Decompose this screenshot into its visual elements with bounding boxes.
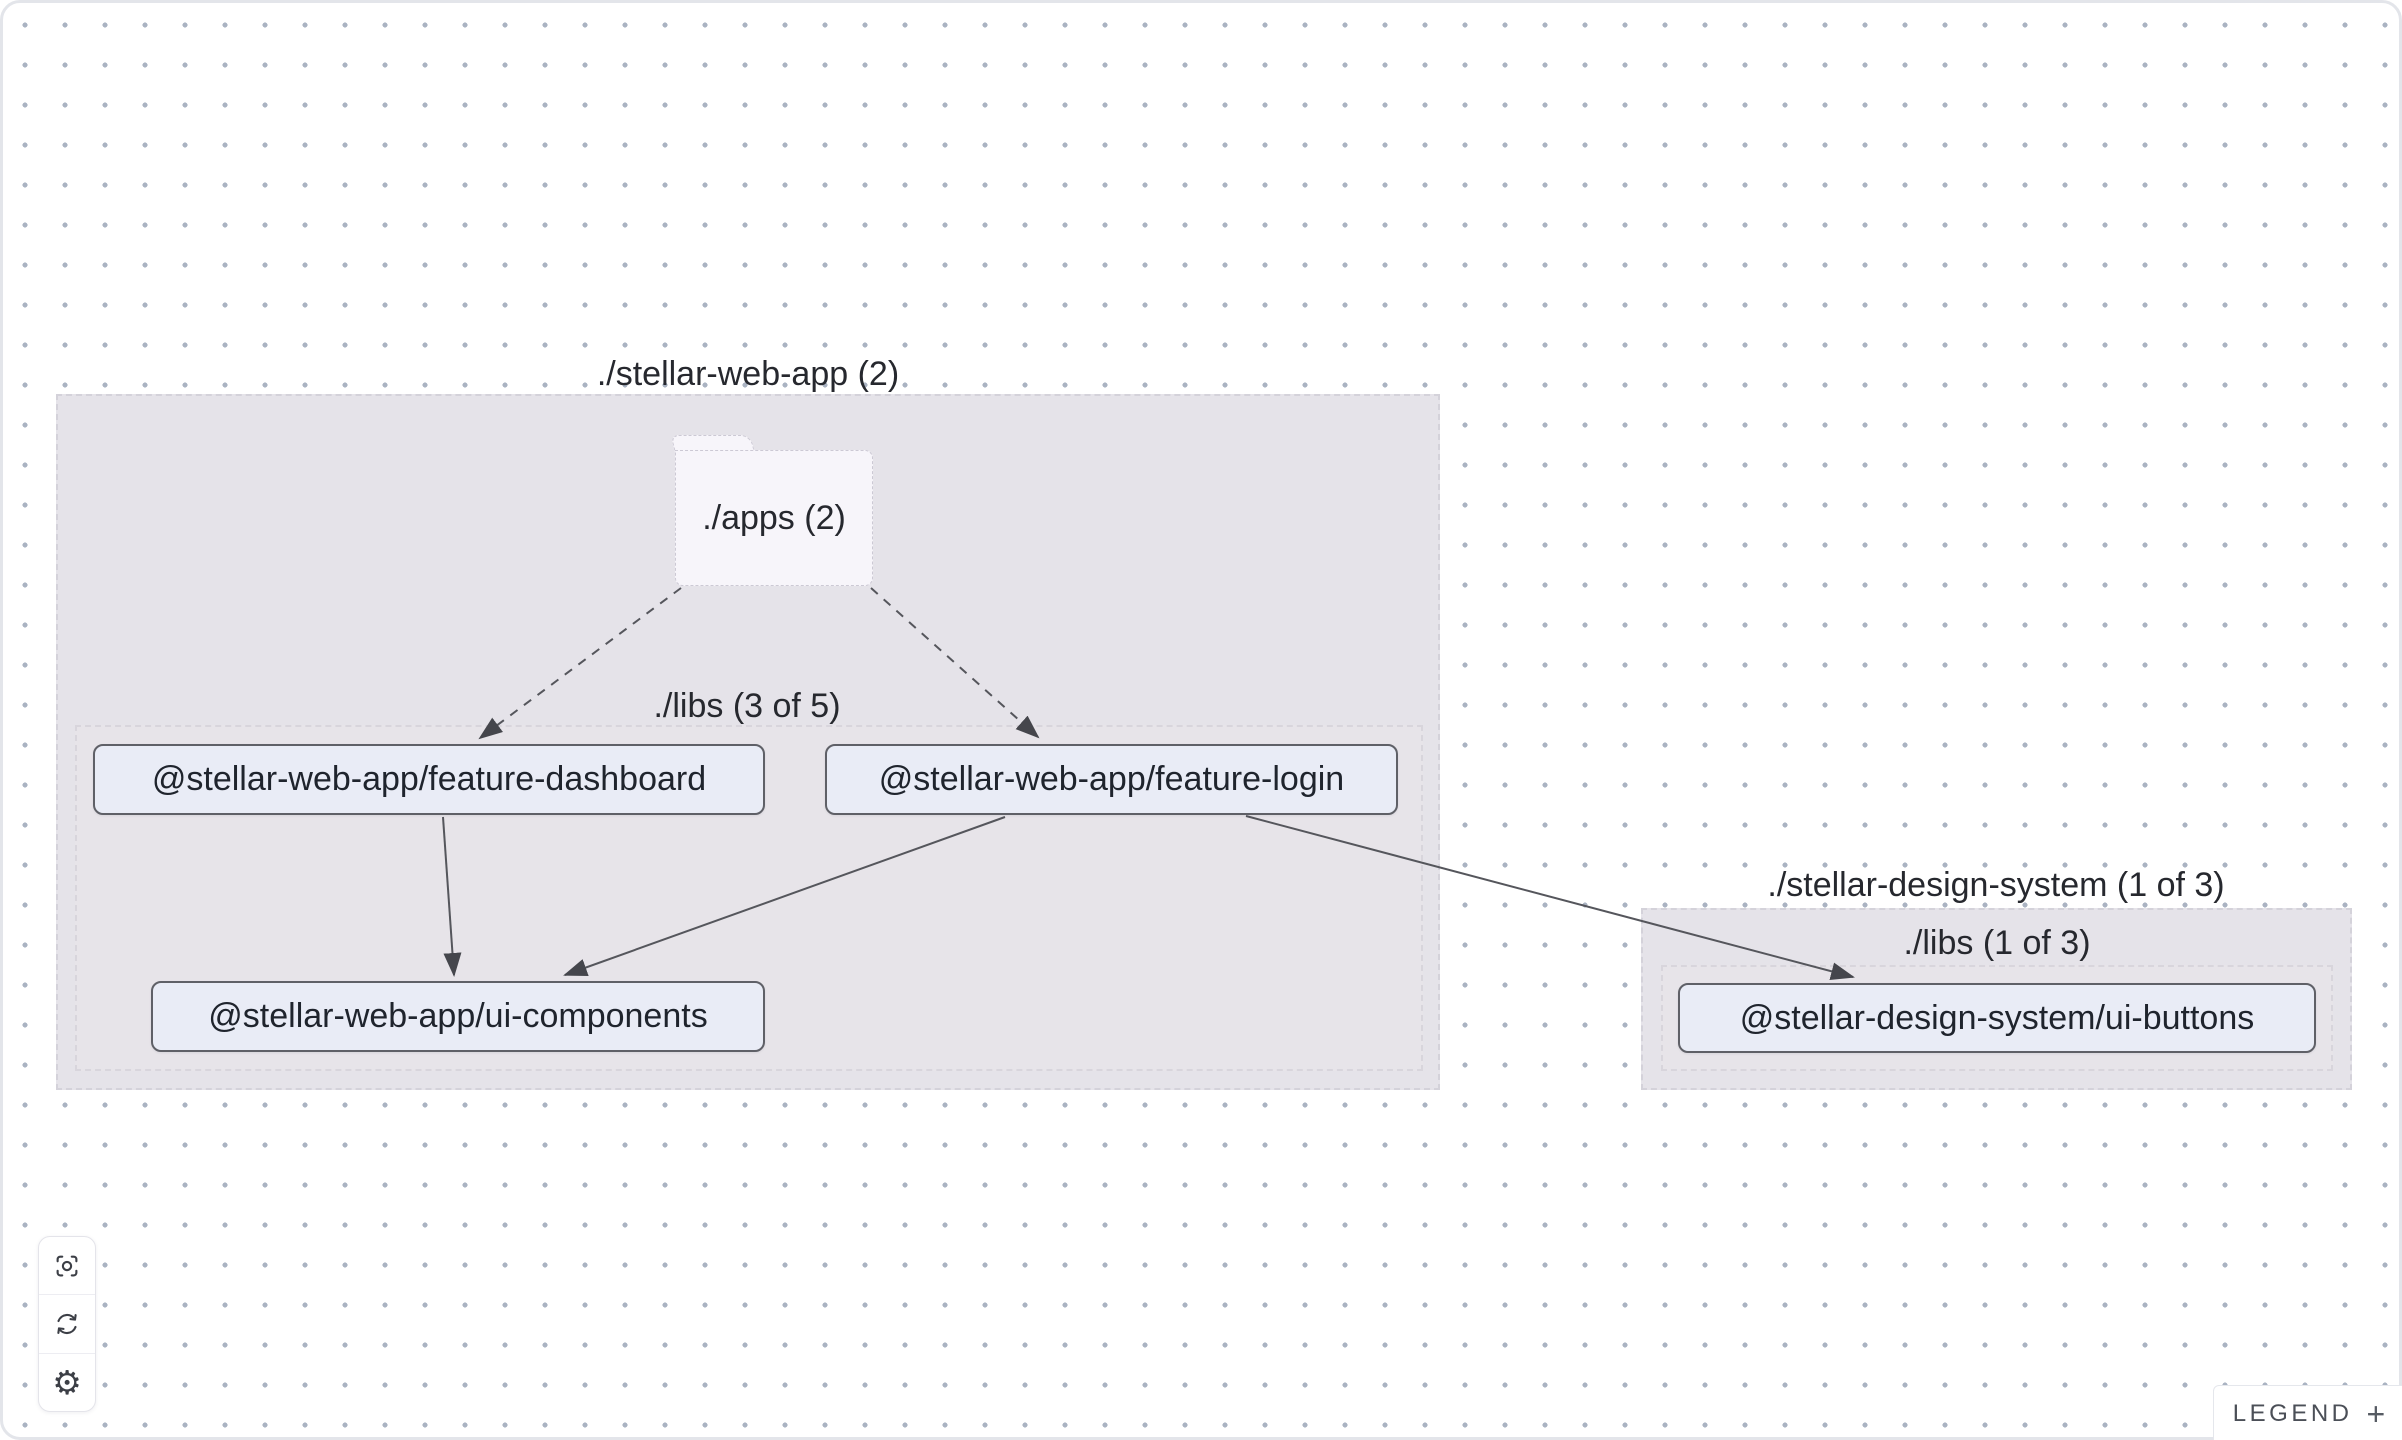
group-label-web-app-libs: ./libs (3 of 5): [653, 687, 841, 725]
node-feature-login[interactable]: @stellar-web-app/feature-login: [825, 744, 1398, 815]
focus-button[interactable]: [39, 1237, 95, 1294]
reload-button[interactable]: [39, 1294, 95, 1352]
plus-icon: +: [2366, 1396, 2386, 1432]
folder-node-apps[interactable]: ./apps (2): [675, 450, 873, 586]
group-label-design-system-libs: ./libs (1 of 3): [1903, 924, 2091, 962]
edge-feature-login-to-ui-buttons[interactable]: [1245, 815, 1855, 981]
canvas-toolbar: ⚙: [38, 1236, 96, 1412]
node-ui-buttons[interactable]: @stellar-design-system/ui-buttons: [1678, 983, 2316, 1053]
edge-apps-to-feature-dashboard[interactable]: [478, 587, 682, 740]
node-feature-dashboard[interactable]: @stellar-web-app/feature-dashboard: [93, 744, 765, 815]
group-label-stellar-design-system: ./stellar-design-system (1 of 3): [1767, 866, 2225, 904]
edge-apps-to-feature-login[interactable]: [870, 587, 1040, 739]
node-ui-components[interactable]: @stellar-web-app/ui-components: [151, 981, 765, 1052]
settings-button[interactable]: ⚙: [39, 1352, 95, 1411]
reload-icon: [52, 1309, 82, 1339]
group-label-stellar-web-app: ./stellar-web-app (2): [596, 355, 900, 393]
edge-feature-dashboard-to-ui-components[interactable]: [442, 816, 462, 977]
edges-layer: [442, 587, 1855, 981]
gear-icon: ⚙: [52, 1362, 82, 1402]
edge-feature-login-to-ui-components[interactable]: [563, 816, 1006, 977]
focus-icon: [52, 1251, 82, 1281]
legend-label: LEGEND: [2232, 1400, 2353, 1427]
legend-toggle[interactable]: LEGEND +: [2213, 1385, 2402, 1440]
